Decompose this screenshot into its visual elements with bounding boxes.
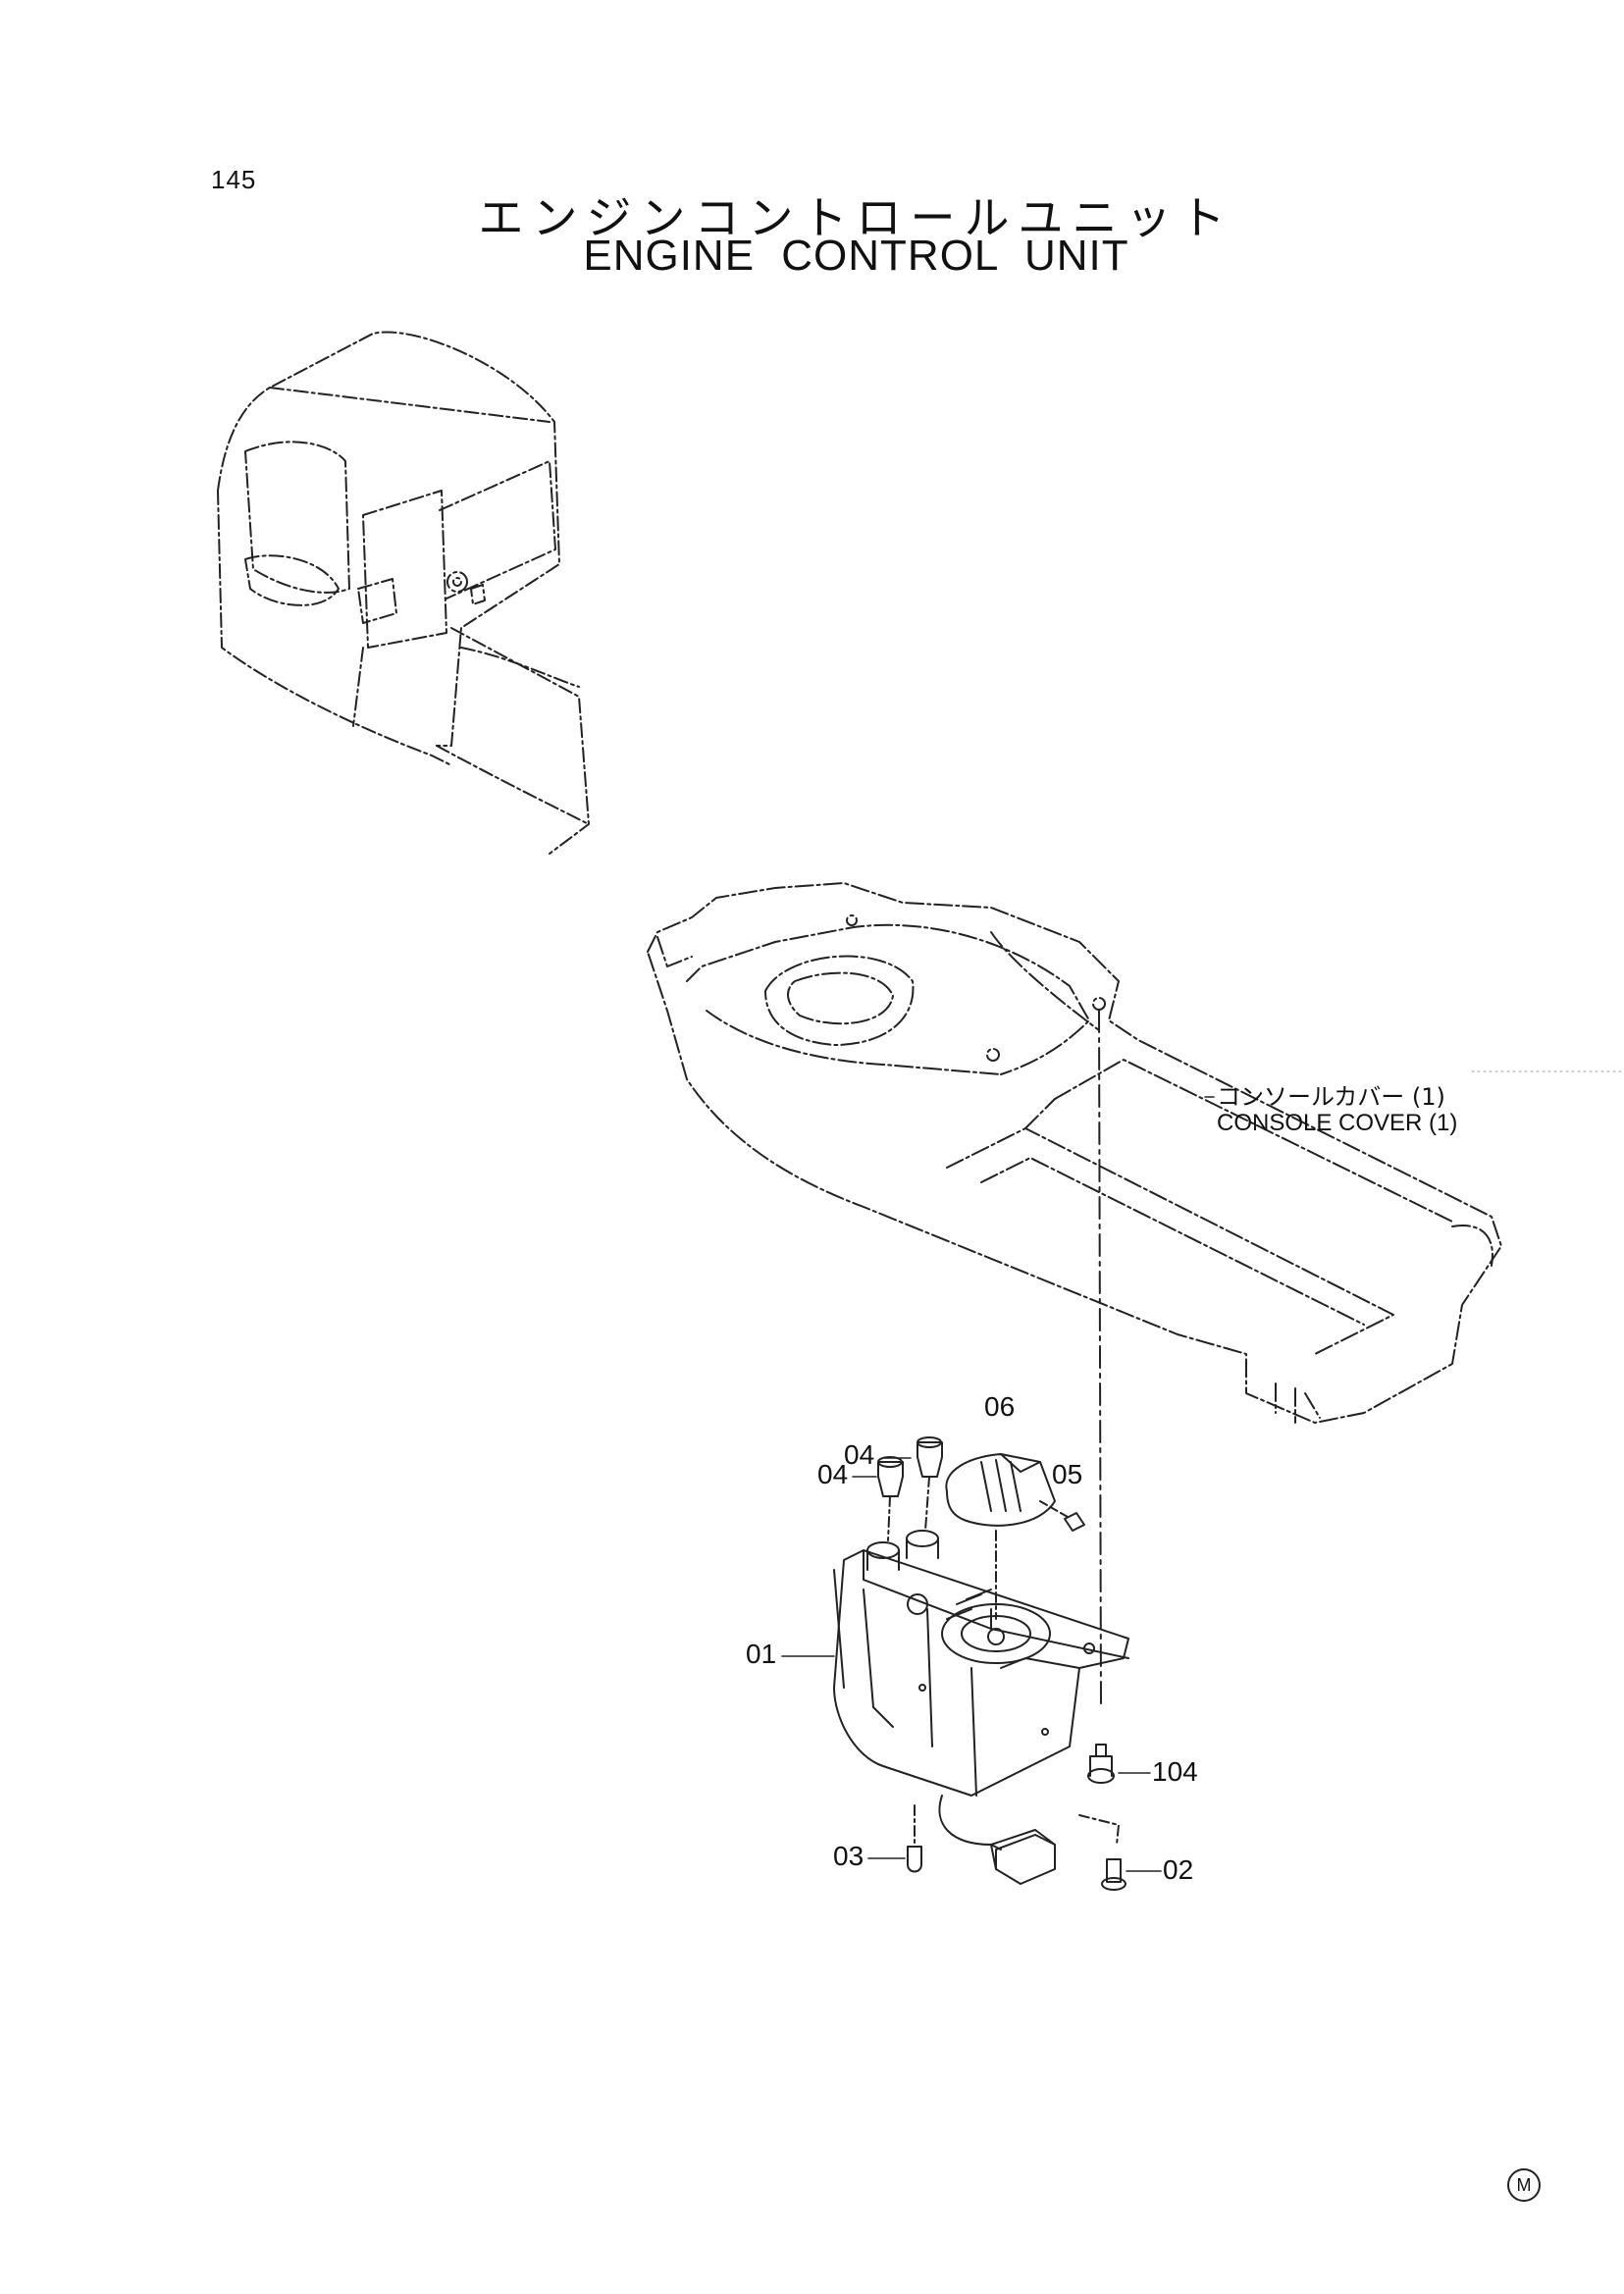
page-number: 145 [211, 165, 257, 194]
callout-04-lower: 04 [817, 1459, 849, 1489]
callout-04-upper: 04 [844, 1439, 875, 1470]
callout-03: 03 [833, 1841, 864, 1871]
callout-05: 05 [1052, 1459, 1083, 1489]
console-cover [647, 882, 1502, 1424]
callout-02: 02 [1163, 1854, 1194, 1885]
callout-104: 104 [1152, 1756, 1198, 1787]
title-english: ENGINE CONTROL UNIT [583, 232, 1129, 280]
console-cover-label-en: CONSOLE COVER (1) [1217, 1110, 1458, 1136]
title-japanese: エンジンコントロールユニット [478, 191, 1234, 244]
knob-part [945, 1453, 1056, 1620]
screw-02 [1078, 1814, 1126, 1891]
console-cover-label-jp: コンソールカバー (1) [1217, 1083, 1445, 1111]
assembly-line [1098, 1010, 1102, 1708]
screw-104 [1087, 1744, 1115, 1784]
engine-control-unit [833, 1530, 1129, 1885]
callout-06: 06 [984, 1391, 1016, 1422]
plug-parts [877, 1436, 943, 1541]
bulb-03 [907, 1804, 922, 1873]
corner-mark: M [1507, 2168, 1541, 2202]
pin-part [1039, 1500, 1085, 1532]
callout-01: 01 [746, 1639, 777, 1669]
cab-illustration [217, 331, 590, 855]
leader-lines [781, 1096, 1215, 1872]
